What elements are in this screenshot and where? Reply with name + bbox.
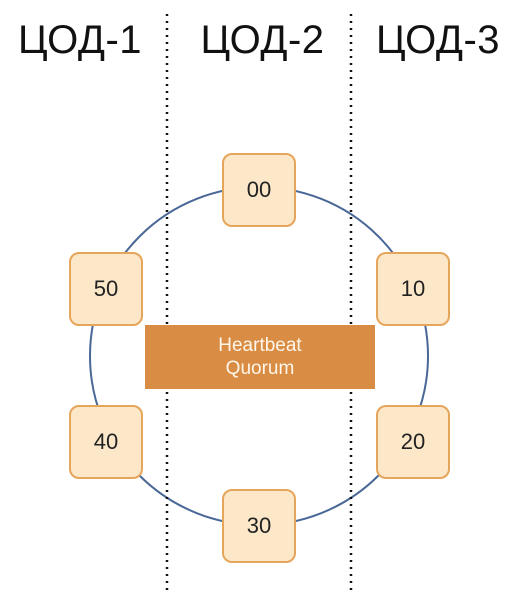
heartbeat-quorum-box: Heartbeat Quorum [145,325,375,389]
ring-node-30: 30 [222,489,296,563]
datacenter-label-3: ЦОД-3 [375,18,501,62]
quorum-label-line-2: Quorum [225,358,295,379]
ring-node-label: 20 [400,429,426,454]
ring-node-50: 50 [69,252,143,326]
ring-node-label: 30 [246,513,272,538]
ring-node-10: 10 [376,252,450,326]
ring-node-label: 40 [93,429,119,454]
ring-node-label: 50 [93,276,119,301]
quorum-label-line-1: Heartbeat [218,335,302,356]
ring-node-40: 40 [69,405,143,479]
ring-node-00: 00 [222,153,296,227]
datacenter-label-2: ЦОД-2 [200,18,325,62]
ring-node-label: 00 [246,177,272,202]
ring-node-20: 20 [376,405,450,479]
ring-node-label: 10 [400,276,426,301]
datacenter-label-1: ЦОД-1 [17,18,143,62]
